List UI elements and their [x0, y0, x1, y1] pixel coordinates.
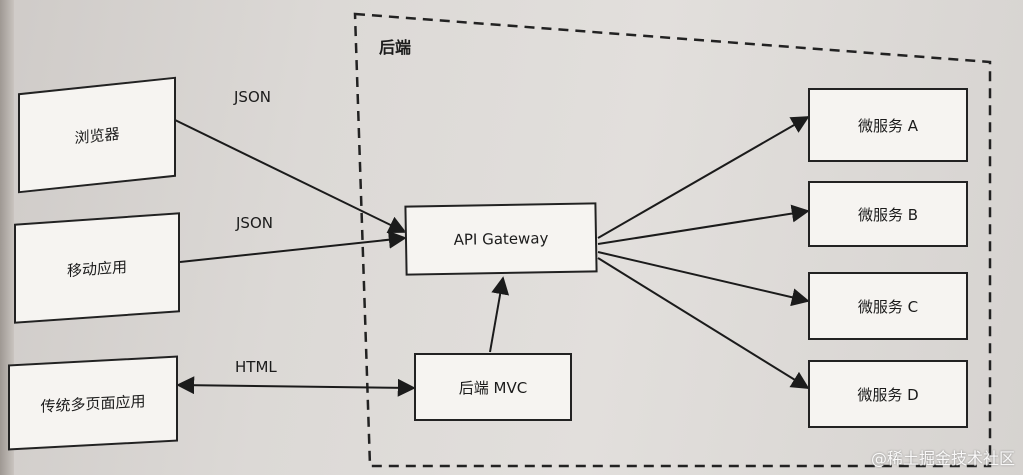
api-gateway-box: API Gateway [404, 202, 598, 276]
service-c-label: 微服务 C [857, 297, 919, 316]
page-edge [0, 0, 14, 475]
client-legacy: 传统多页面应用 [8, 355, 178, 451]
api-gateway-label: API Gateway [453, 229, 549, 249]
client-browser: 浏览器 [18, 76, 176, 194]
service-b-label: 微服务 B [857, 205, 919, 224]
backend-boundary [353, 12, 992, 468]
watermark: @稀土掘金技术社区 [870, 449, 1015, 468]
service-c-box: 微服务 C [808, 272, 968, 340]
backend-mvc-box: 后端 MVC [414, 353, 572, 421]
service-a-box: 微服务 A [808, 88, 968, 162]
arrow-gateway-service-b [597, 204, 810, 245]
backend-mvc-label: 后端 MVC [458, 378, 528, 397]
arrow-browser-gateway [174, 119, 407, 233]
client-mobile-label: 移动应用 [66, 257, 127, 280]
client-legacy-label: 传统多页面应用 [40, 391, 146, 416]
backend-title: 后端 [379, 38, 412, 57]
arrow-mvc-gateway [489, 276, 510, 353]
arrow-mobile-gateway [179, 230, 407, 263]
service-b-box: 微服务 B [808, 181, 968, 247]
arrow-gateway-service-a [597, 116, 810, 239]
client-mobile: 移动应用 [14, 212, 180, 324]
arrow-legacy-mvc [176, 376, 416, 397]
service-d-label: 微服务 D [857, 385, 919, 404]
service-a-label: 微服务 A [857, 116, 919, 135]
client-browser-label: 浏览器 [74, 124, 120, 147]
service-d-box: 微服务 D [808, 360, 968, 428]
edge-label-json-1: JSON [234, 88, 271, 106]
arrow-gateway-service-c [597, 251, 810, 307]
edge-label-html: HTML [235, 358, 277, 376]
arrow-gateway-service-d [597, 257, 810, 389]
edge-label-json-2: JSON [236, 214, 273, 232]
